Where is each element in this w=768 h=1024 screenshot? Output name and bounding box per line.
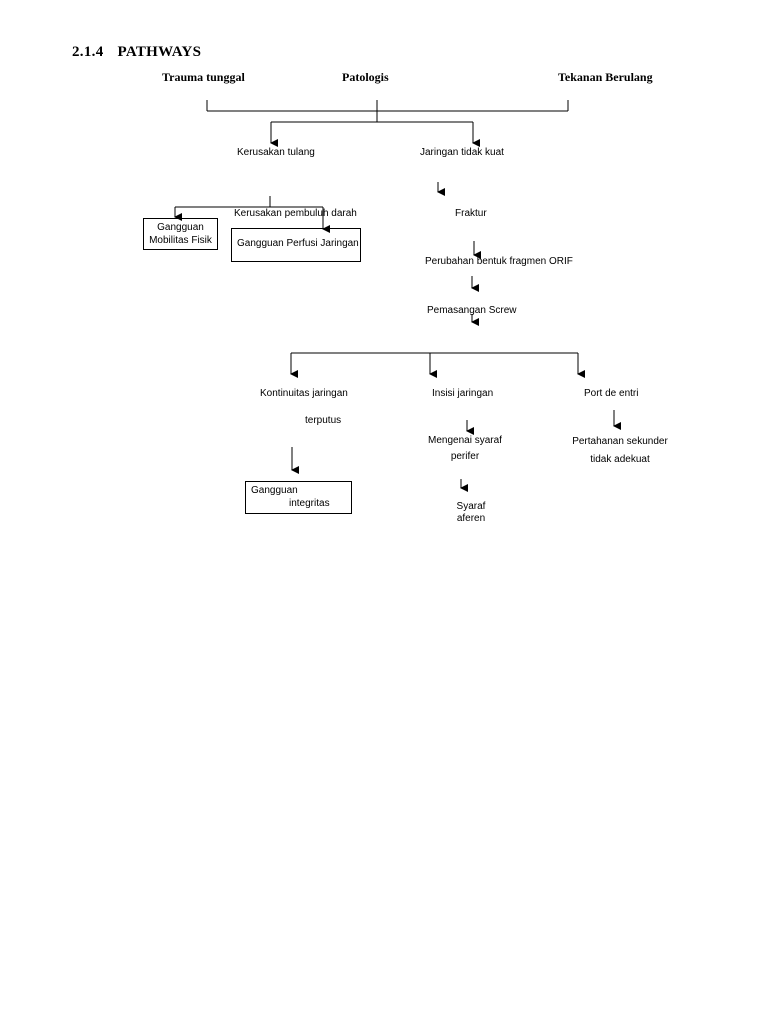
integritas-line-2: integritas bbox=[289, 498, 330, 509]
page-heading: 2.1.4 PATHWAYS bbox=[72, 44, 201, 61]
node-terputus: terputus bbox=[305, 415, 342, 426]
heading-title: PATHWAYS bbox=[117, 44, 202, 60]
pertahanan-line-2: tidak adekuat bbox=[590, 454, 650, 465]
node-jaringan-tidak-kuat: Jaringan tidak kuat bbox=[420, 147, 504, 158]
perfusi-label: Gangguan Perfusi Jaringan bbox=[237, 238, 359, 249]
mengenai-line-1: Mengenai syaraf bbox=[428, 435, 502, 446]
node-kerusakan-tulang: Kerusakan tulang bbox=[237, 147, 315, 158]
cause-tekanan-berulang: Tekanan Berulang bbox=[558, 70, 653, 84]
syaraf-line-2: aferen bbox=[456, 513, 486, 524]
mobilitas-line-1: Gangguan bbox=[157, 222, 204, 233]
node-pertahanan-sekunder: Pertahanan sekunder tidak adekuat bbox=[560, 433, 680, 469]
node-fraktur: Fraktur bbox=[455, 208, 487, 219]
pertahanan-line-1: Pertahanan sekunder bbox=[572, 436, 668, 447]
cause-trauma-tunggal: Trauma tunggal bbox=[162, 70, 245, 84]
node-insisi-jaringan: Insisi jaringan bbox=[432, 388, 494, 399]
diagnosis-box-mobilitas-fisik: Gangguan Mobilitas Fisik bbox=[143, 218, 218, 250]
node-kerusakan-pembuluh-darah: Kerusakan pembuluh darah bbox=[234, 208, 357, 219]
node-perubahan-fragmen: Perubahan bentuk fragmen ORIF bbox=[425, 256, 573, 267]
cause-patologis: Patologis bbox=[342, 70, 389, 84]
heading-number: 2.1.4 bbox=[72, 44, 104, 60]
node-kontinuitas-jaringan: Kontinuitas jaringan bbox=[260, 388, 348, 399]
integritas-line-1: Gangguan bbox=[251, 485, 298, 496]
node-pemasangan-screw: Pemasangan Screw bbox=[427, 305, 517, 316]
node-syaraf-aferen: Syaraf aferen bbox=[441, 501, 501, 525]
syaraf-line-1: Syaraf bbox=[456, 501, 486, 512]
node-mengenai-syaraf-perifer: Mengenai syaraf perifer bbox=[415, 433, 515, 465]
diagnosis-box-integritas: Gangguan integritas bbox=[245, 481, 352, 514]
diagnosis-box-perfusi-jaringan: Gangguan Perfusi Jaringan bbox=[231, 228, 361, 262]
mengenai-line-2: perifer bbox=[450, 451, 480, 462]
node-port-de-entri: Port de entri bbox=[584, 388, 639, 399]
mobilitas-line-2: Mobilitas Fisik bbox=[149, 235, 212, 246]
